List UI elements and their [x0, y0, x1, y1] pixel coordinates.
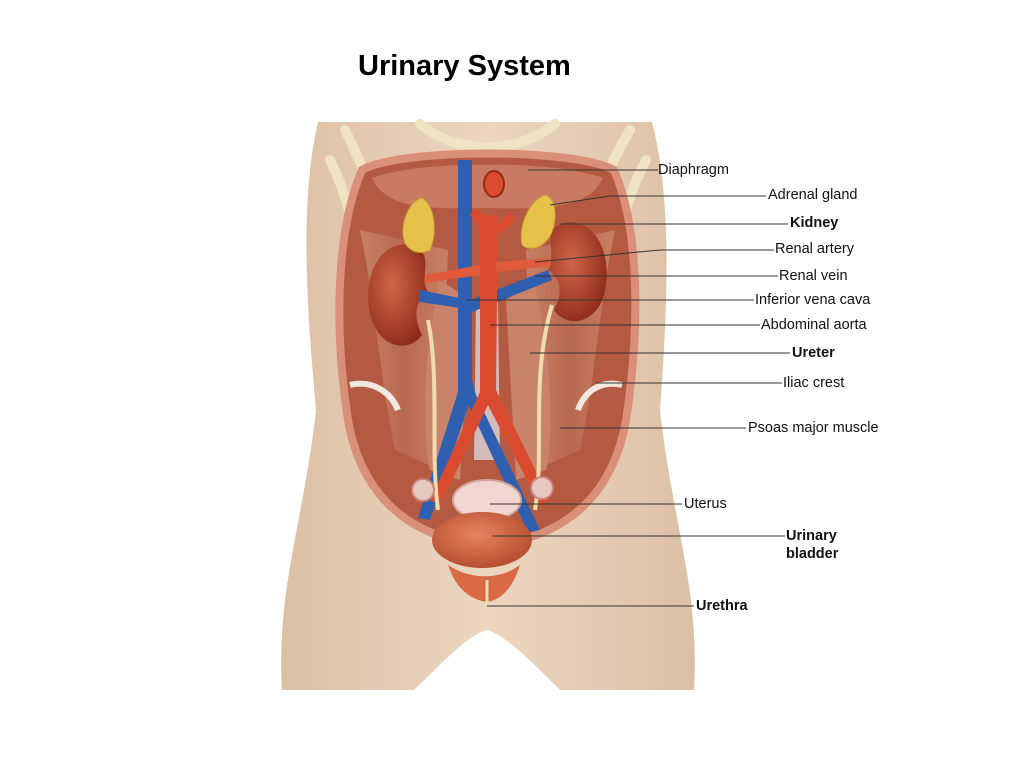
renal-artery-left — [424, 265, 480, 283]
renal-vein-left — [420, 290, 460, 308]
leader-renal-artery — [534, 249, 774, 263]
label-psoas-major-muscle: Psoas major muscle — [748, 420, 879, 436]
aortic-hiatus — [483, 170, 505, 198]
iliac-crest-left — [349, 380, 401, 412]
label-uterus: Uterus — [684, 496, 727, 512]
ovary-right — [530, 476, 554, 500]
label-urinary-bladder-line2: bladder — [786, 546, 839, 562]
abdominal-aorta-vessel — [430, 215, 550, 505]
kidney-right — [548, 222, 607, 322]
label-iliac-crest: Iliac crest — [783, 375, 845, 391]
label-diaphragm: Diaphragm — [658, 162, 729, 178]
label-ureter: Ureter — [792, 345, 835, 361]
pubic-region — [448, 565, 520, 602]
slide-title: Urinary System — [358, 50, 571, 82]
label-renal-artery: Renal artery — [775, 241, 854, 257]
ovary-left — [411, 478, 435, 502]
iliac-vein-right — [466, 380, 540, 532]
leader-lines — [466, 169, 790, 607]
label-adrenal-gland: Adrenal gland — [768, 187, 858, 203]
urinary-bladder-organ — [432, 512, 532, 568]
ureter-left — [426, 319, 440, 511]
label-urethra: Urethra — [696, 598, 748, 614]
leader-adrenal-gland — [549, 195, 766, 206]
aortic-branches — [470, 208, 516, 235]
label-abdominal-aorta: Abdominal aorta — [761, 317, 867, 333]
adrenal-right — [520, 194, 556, 249]
label-urinary-bladder-line1: Urinary — [786, 528, 837, 544]
inferior-vena-cava-vessel — [418, 160, 472, 520]
iliac-crest-right — [575, 380, 623, 412]
kidney-left — [368, 244, 428, 346]
label-kidney: Kidney — [790, 215, 839, 231]
adrenal-left — [402, 197, 435, 253]
label-renal-vein: Renal vein — [779, 268, 848, 284]
label-inferior-vena-cava: Inferior vena cava — [755, 292, 871, 308]
